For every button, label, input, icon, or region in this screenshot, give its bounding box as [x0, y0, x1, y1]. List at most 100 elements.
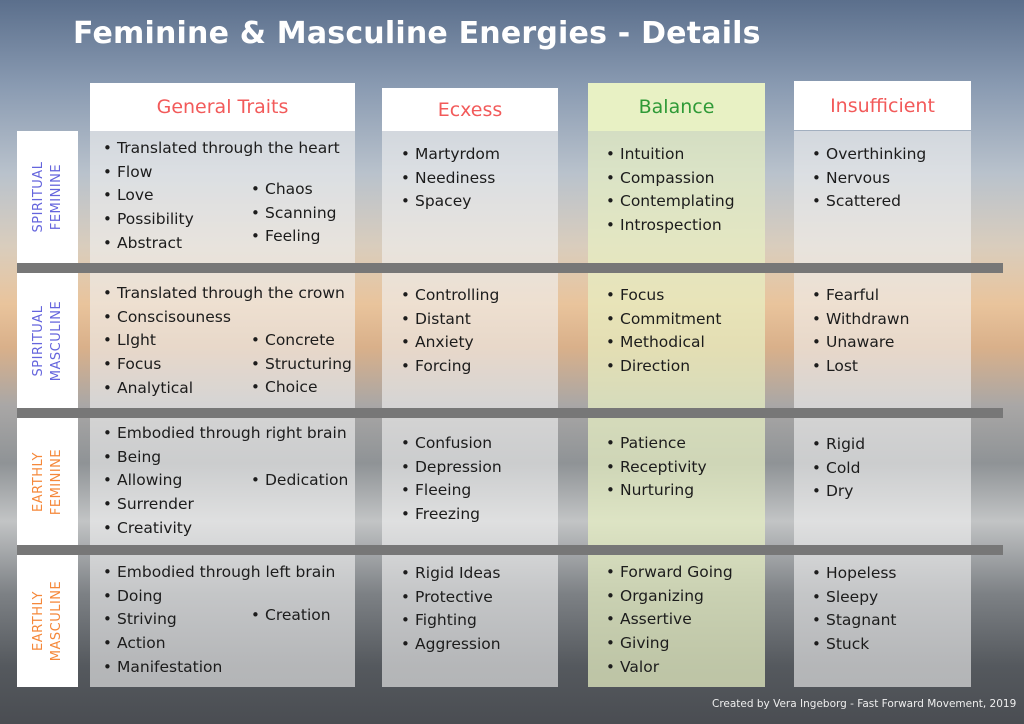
list-item: LIght: [103, 329, 231, 353]
list-item: Spacey: [401, 190, 500, 214]
list-item: Contemplating: [606, 190, 735, 214]
list-item: Organizing: [606, 585, 733, 609]
list-item: Valor: [606, 656, 733, 680]
general-traits-right-list: ChaosScanningFeeling: [251, 178, 336, 249]
list-item: Scattered: [812, 190, 926, 214]
insufficient-list: OverthinkingNervousScattered: [812, 143, 926, 214]
row-label-line: SPIRITUAL: [30, 305, 46, 376]
list-item: Distant: [401, 308, 499, 332]
list-item: Feeling: [251, 225, 336, 249]
excess-list: ConfusionDepressionFleeingFreezing: [401, 432, 502, 527]
balance-list: FocusCommitmentMethodicalDirection: [606, 284, 721, 379]
list-item: Fighting: [401, 609, 501, 633]
list-item: Direction: [606, 355, 721, 379]
list-item: Confusion: [401, 432, 502, 456]
list-item: Anxiety: [401, 331, 499, 355]
list-item: Protective: [401, 586, 501, 610]
list-item: Fleeing: [401, 479, 502, 503]
row-label-line: FEMININE: [48, 163, 64, 231]
list-item: Rigid Ideas: [401, 562, 501, 586]
row-label-line: EARTHLY: [30, 591, 46, 651]
list-item: Unaware: [812, 331, 909, 355]
row-divider: [17, 263, 1003, 273]
list-item: Freezing: [401, 503, 502, 527]
excess-list: Rigid IdeasProtectiveFightingAggression: [401, 562, 501, 657]
row-label-line: SPIRITUAL: [30, 161, 46, 233]
general-traits-left-list: DoingStrivingActionManifestation: [103, 585, 222, 680]
header-label: Insufficient: [830, 94, 935, 117]
general-traits-left-list: BeingAllowingSurrenderCreativity: [103, 446, 194, 541]
excess-list: MartyrdomNeedinessSpacey: [401, 143, 500, 214]
row-divider: [17, 545, 1003, 555]
list-item: Forward Going: [606, 561, 733, 585]
list-item: Nurturing: [606, 479, 707, 503]
general-traits-right-list: Creation: [251, 604, 331, 628]
list-item: Patience: [606, 432, 707, 456]
list-item: Hopeless: [812, 562, 897, 586]
list-item: Stagnant: [812, 609, 897, 633]
list-item: Manifestation: [103, 656, 222, 680]
list-item: Analytical: [103, 377, 231, 401]
row-label-line: FEMININE: [48, 448, 64, 515]
list-item: Fearful: [812, 284, 909, 308]
list-item: Dedication: [251, 469, 348, 493]
list-item: Structuring: [251, 353, 352, 377]
general-traits-right-list: Dedication: [251, 469, 348, 493]
insufficient-list: HopelessSleepyStagnantStuck: [812, 562, 897, 657]
header-label: General Traits: [156, 96, 289, 118]
header-balance: Balance: [588, 83, 765, 131]
insufficient-list: RigidColdDry: [812, 433, 865, 504]
list-item: Flow: [103, 161, 194, 185]
row-label-line: MASCULINE: [48, 300, 64, 381]
balance-list: IntuitionCompassionContemplatingIntrospe…: [606, 143, 735, 238]
general-traits-lead: Translated through the crown: [103, 282, 345, 306]
general-traits-lead: Translated through the heart: [103, 137, 340, 161]
list-item: Concrete: [251, 329, 352, 353]
list-item: Translated through the crown: [103, 282, 345, 306]
page-title: Feminine & Masculine Energies - Details: [73, 16, 761, 51]
list-item: Chaos: [251, 178, 336, 202]
list-item: Compassion: [606, 167, 735, 191]
general-traits-left-list: FlowLovePossibilityAbstract: [103, 161, 194, 256]
list-item: Rigid: [812, 433, 865, 457]
list-item: Action: [103, 632, 222, 656]
insufficient-list: FearfulWithdrawnUnawareLost: [812, 284, 909, 379]
row-label-line: MASCULINE: [48, 580, 64, 662]
list-item: Receptivity: [606, 456, 707, 480]
list-item: Embodied through left brain: [103, 561, 335, 585]
row-divider: [17, 408, 1003, 418]
list-item: Striving: [103, 608, 222, 632]
list-item: Sleepy: [812, 586, 897, 610]
list-item: Focus: [103, 353, 231, 377]
list-item: Conscisouness: [103, 306, 231, 330]
list-item: Creation: [251, 604, 331, 628]
list-item: Love: [103, 184, 194, 208]
list-item: Embodied through right brain: [103, 422, 347, 446]
list-item: Nervous: [812, 167, 926, 191]
list-item: Giving: [606, 632, 733, 656]
list-item: Lost: [812, 355, 909, 379]
list-item: Allowing: [103, 469, 194, 493]
header-excess: Ecxess: [382, 88, 558, 131]
list-item: Intuition: [606, 143, 735, 167]
list-item: Withdrawn: [812, 308, 909, 332]
list-item: Overthinking: [812, 143, 926, 167]
general-traits-lead: Embodied through right brain: [103, 422, 347, 446]
list-item: Surrender: [103, 493, 194, 517]
list-item: Neediness: [401, 167, 500, 191]
balance-list: PatienceReceptivityNurturing: [606, 432, 707, 503]
list-item: Methodical: [606, 331, 721, 355]
list-item: Depression: [401, 456, 502, 480]
list-item: Controlling: [401, 284, 499, 308]
credit-footer: Created by Vera Ingeborg - Fast Forward …: [712, 698, 1017, 710]
general-traits-left-list: ConscisounessLIghtFocusAnalytical: [103, 306, 231, 401]
list-item: Creativity: [103, 517, 194, 541]
list-item: Possibility: [103, 208, 194, 232]
general-traits-right-list: ConcreteStructuringChoice: [251, 329, 352, 400]
list-item: Dry: [812, 480, 865, 504]
